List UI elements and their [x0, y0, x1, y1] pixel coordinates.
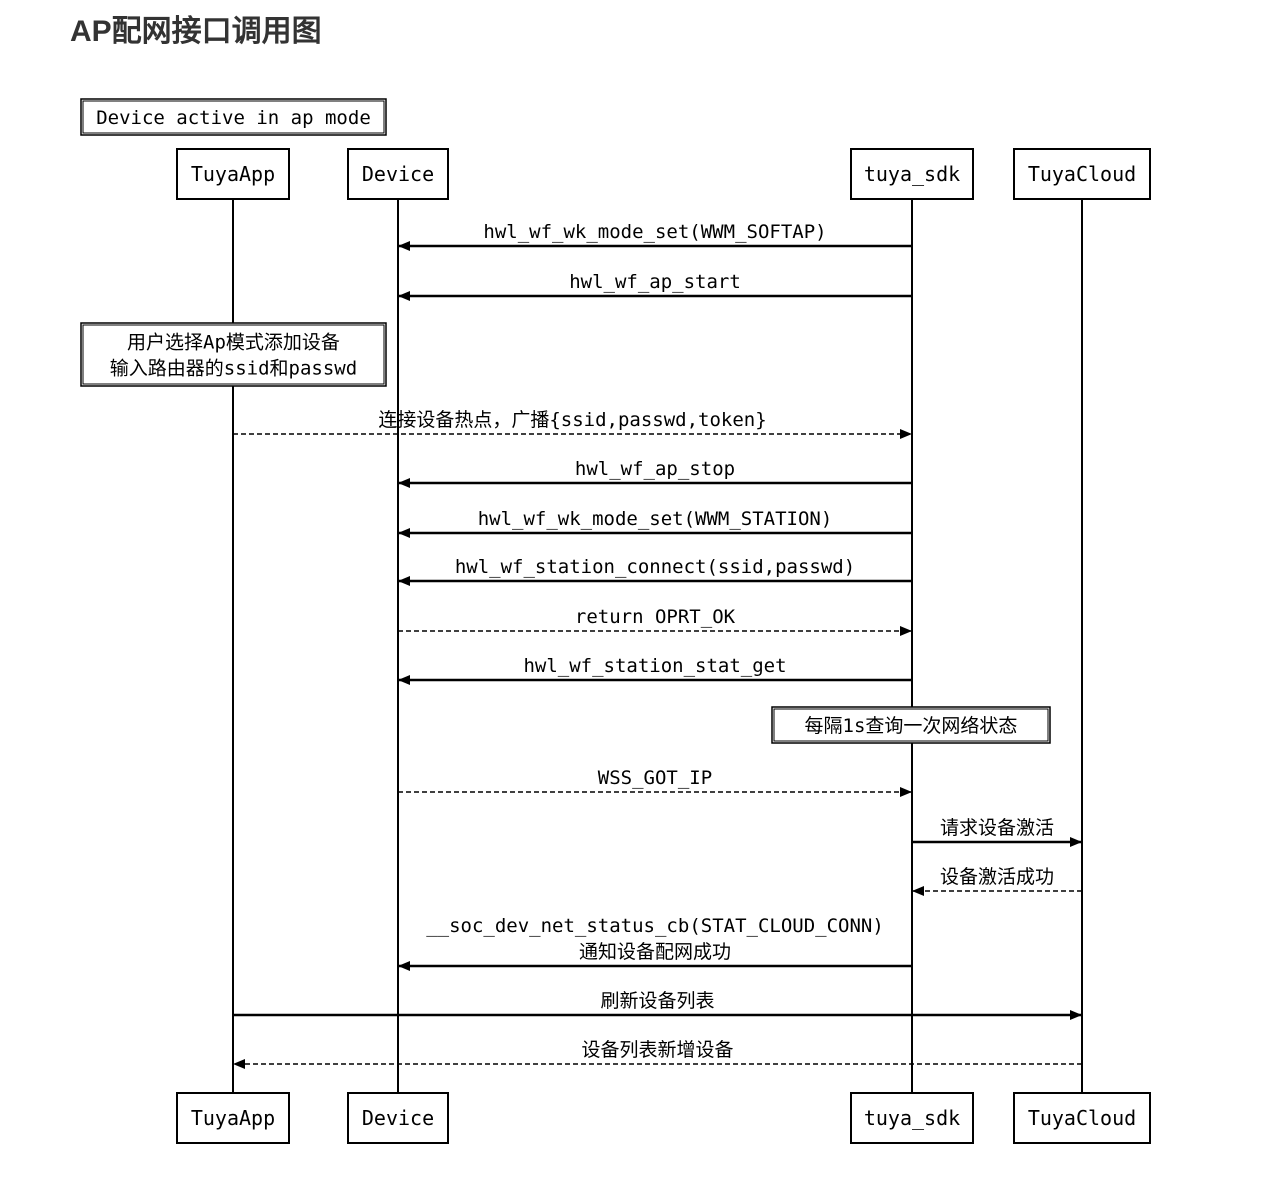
participant-sdk-bottom: tuya_sdk [850, 1092, 974, 1144]
participant-box [176, 1092, 290, 1144]
message-label: 通知设备配网成功 [579, 941, 731, 963]
message-label: return OPRT_OK [575, 606, 736, 628]
participant-label: Device [362, 1106, 434, 1130]
participant-box [850, 148, 974, 200]
message-13: 刷新设备列表 [233, 990, 1082, 1020]
participant-dev-bottom: Device [347, 1092, 449, 1144]
message-9: WSS_GOT_IP [398, 767, 912, 797]
message-label: 连接设备热点，广播{ssid,passwd,token} [378, 409, 766, 431]
message-label: hwl_wf_station_connect(ssid,passwd) [455, 556, 855, 578]
participant-box [1013, 1092, 1151, 1144]
page-title: AP配网接口调用图 [70, 15, 322, 48]
message-4: hwl_wf_ap_stop [398, 458, 912, 488]
message-6: hwl_wf_station_connect(ssid,passwd) [398, 556, 912, 586]
message-14: 设备列表新增设备 [233, 1039, 1082, 1069]
message-2: hwl_wf_ap_start [398, 271, 912, 301]
note-text: 用户选择Ap模式添加设备 [127, 332, 340, 354]
participant-box [347, 1092, 449, 1144]
participant-cloud-bottom: TuyaCloud [1013, 1092, 1151, 1144]
participant-label: TuyaApp [191, 1106, 275, 1130]
participant-label: Device [362, 162, 434, 186]
participant-label: tuya_sdk [864, 162, 960, 186]
note-text: 输入路由器的ssid和passwd [110, 358, 357, 380]
participant-sdk-top: tuya_sdk [850, 148, 974, 200]
message-8: hwl_wf_station_stat_get [398, 655, 912, 685]
message-label: WSS_GOT_IP [598, 767, 712, 789]
note-box [80, 98, 387, 136]
participant-label: tuya_sdk [864, 1106, 960, 1130]
participant-label: TuyaCloud [1028, 162, 1136, 186]
participant-cloud-top: TuyaCloud [1013, 148, 1151, 200]
message-12: __soc_dev_net_status_cb(STAT_CLOUD_CONN)… [398, 915, 912, 971]
message-label: 设备激活成功 [940, 866, 1054, 888]
message-label: hwl_wf_wk_mode_set(WWM_STATION) [478, 508, 833, 530]
message-10: 请求设备激活 [912, 817, 1082, 847]
participant-box [347, 148, 449, 200]
participant-box [850, 1092, 974, 1144]
message-label: hwl_wf_ap_start [569, 271, 741, 293]
note-active: Device active in ap mode [80, 98, 387, 136]
note-box [771, 706, 1051, 744]
message-5: hwl_wf_wk_mode_set(WWM_STATION) [398, 508, 912, 538]
message-7: return OPRT_OK [398, 606, 912, 636]
message-11: 设备激活成功 [912, 866, 1082, 896]
participant-dev-top: Device [347, 148, 449, 200]
message-3: 连接设备热点，广播{ssid,passwd,token} [233, 409, 912, 439]
message-label: hwl_wf_station_stat_get [523, 655, 786, 677]
note-inner-border [82, 100, 385, 134]
note-inner-border [773, 708, 1049, 742]
participant-label: TuyaCloud [1028, 1106, 1136, 1130]
message-label: 请求设备激活 [940, 817, 1054, 839]
message-label: 设备列表新增设备 [581, 1039, 733, 1061]
participant-app-bottom: TuyaApp [176, 1092, 290, 1144]
message-label: 刷新设备列表 [600, 990, 714, 1012]
note-text: 每隔1s查询一次网络状态 [805, 715, 1018, 737]
message-label: __soc_dev_net_status_cb(STAT_CLOUD_CONN) [426, 915, 884, 937]
note-inner-border [82, 324, 385, 385]
participant-label: TuyaApp [191, 162, 275, 186]
participant-app-top: TuyaApp [176, 148, 290, 200]
message-label: hwl_wf_wk_mode_set(WWM_SOFTAP) [483, 221, 826, 243]
message-1: hwl_wf_wk_mode_set(WWM_SOFTAP) [398, 221, 912, 251]
note-box [80, 322, 387, 387]
note-poll: 每隔1s查询一次网络状态 [771, 706, 1051, 744]
participant-box [1013, 148, 1151, 200]
participant-box [176, 148, 290, 200]
message-label: hwl_wf_ap_stop [575, 458, 735, 480]
note-text: Device active in ap mode [96, 107, 371, 129]
